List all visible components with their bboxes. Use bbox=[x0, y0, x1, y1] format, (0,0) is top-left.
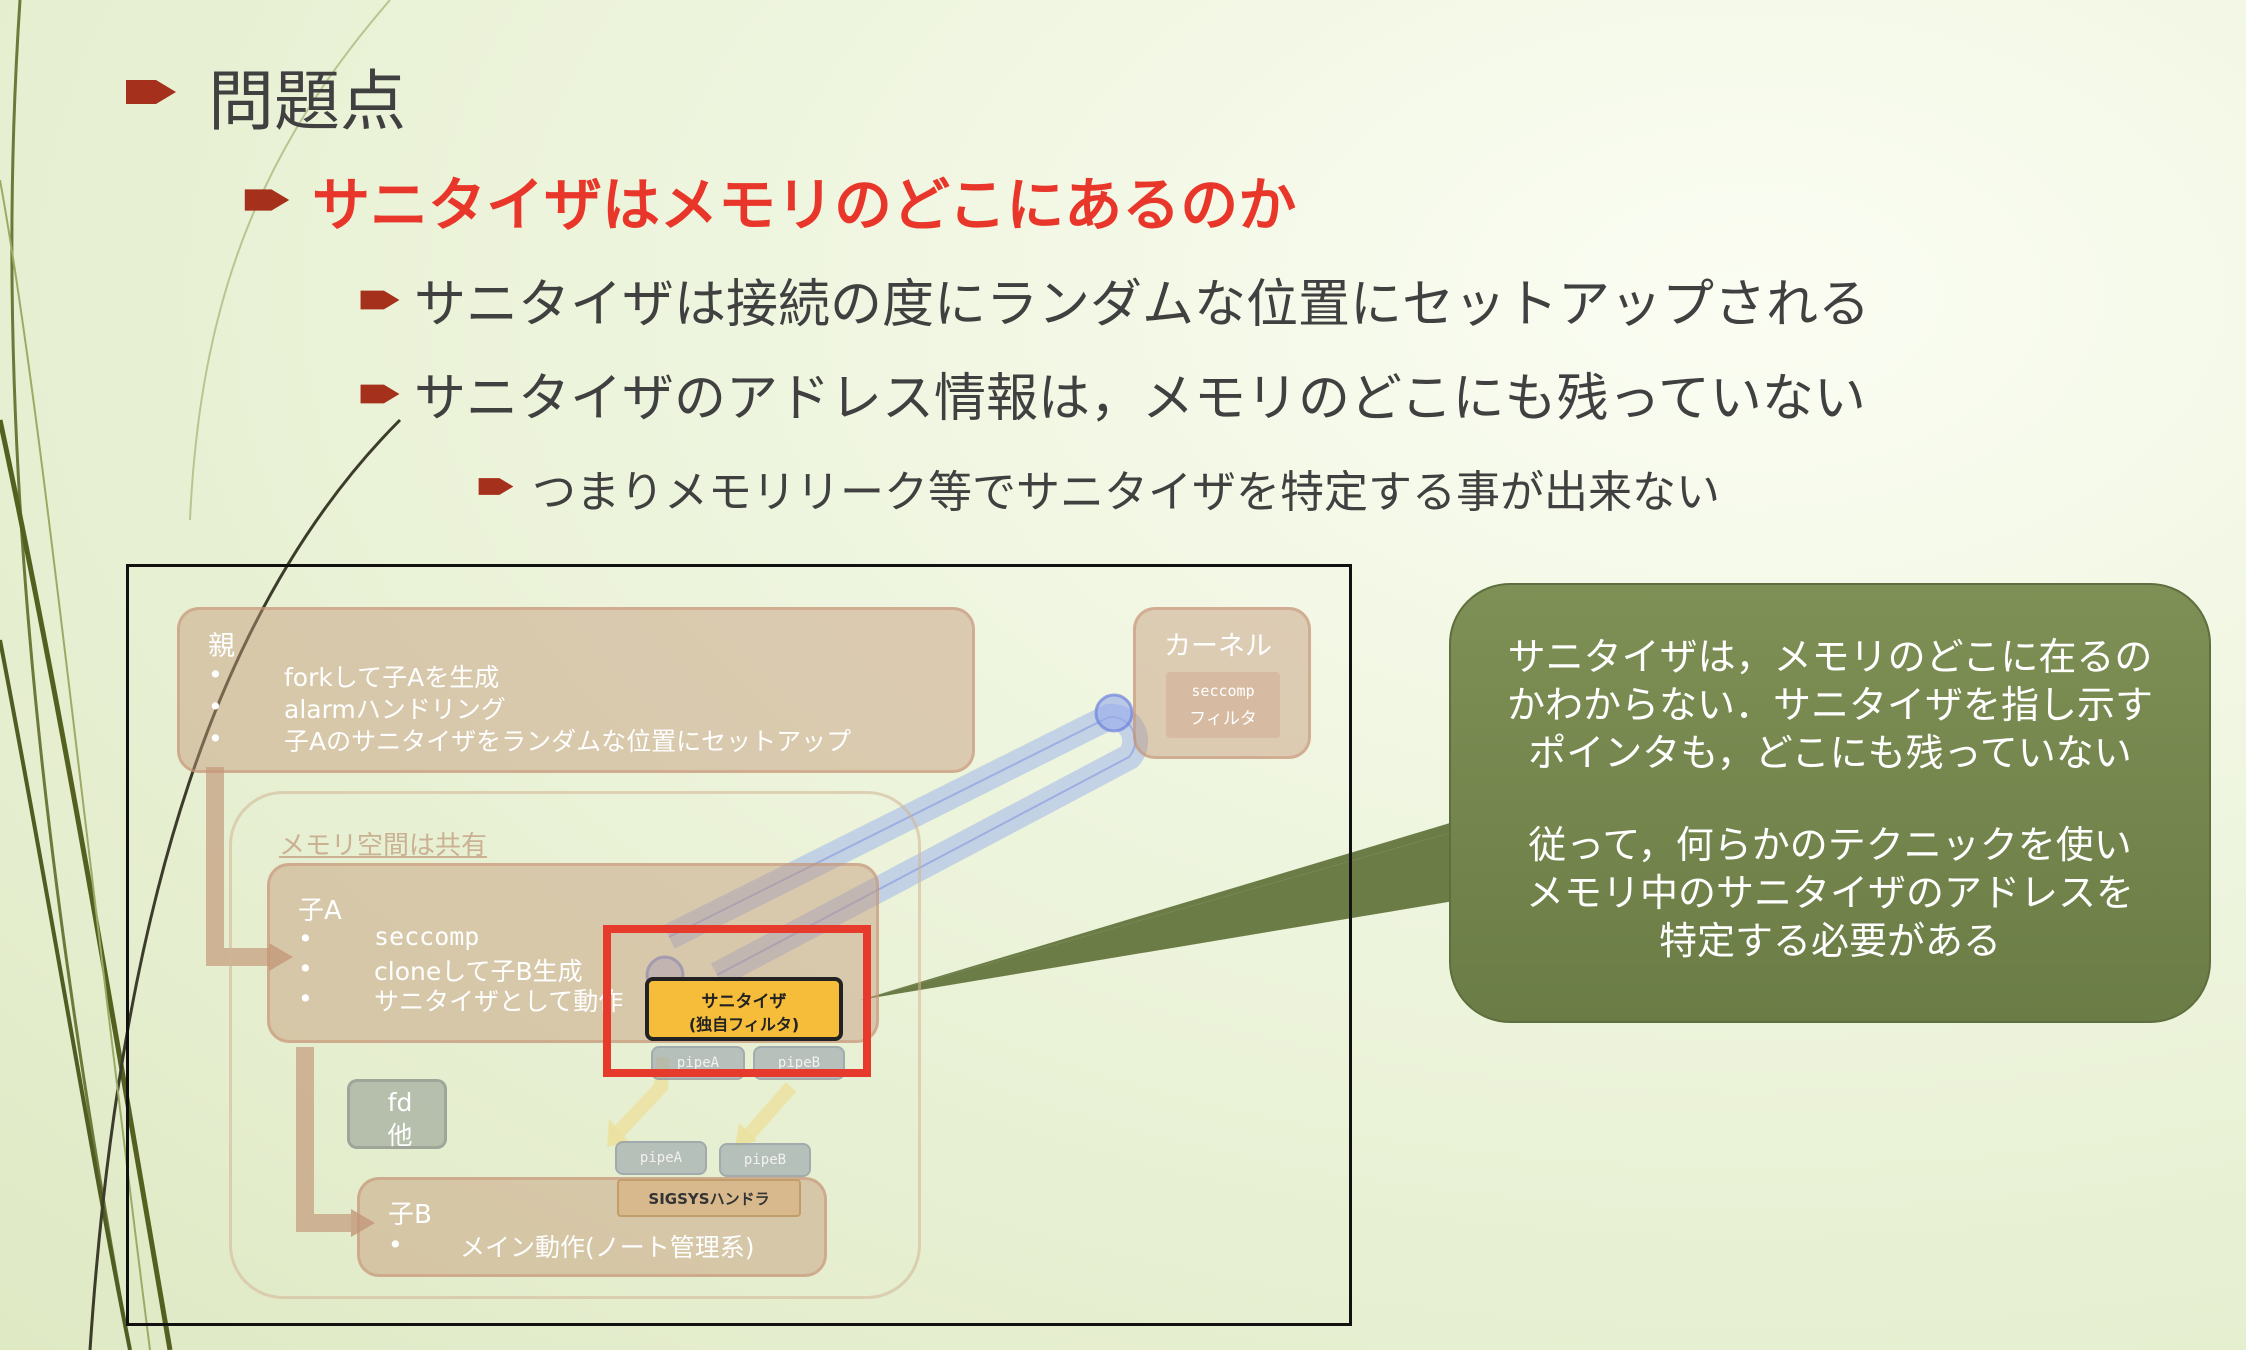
subpoint: つまりメモリリーク等でサニタイザを特定する事が出来ない bbox=[532, 467, 1720, 518]
fd-line1: fd bbox=[387, 1088, 413, 1117]
sanitizer-line2: (独自フィルタ) bbox=[688, 1015, 800, 1034]
point-1: サニタイザは接続の度にランダムな位置にセットアップされる bbox=[414, 275, 1871, 335]
child-b-bullet: • bbox=[388, 1230, 403, 1259]
heading: 問題点 bbox=[208, 63, 406, 140]
pipe-a-lower: pipeA bbox=[615, 1141, 707, 1175]
child-b-item: メイン動作(ノート管理系) bbox=[460, 1233, 755, 1262]
callout-line: メモリ中のサニタイザのアドレスを bbox=[1525, 871, 2134, 915]
sanitizer-highlight-frame bbox=[603, 925, 871, 1077]
callout-line: かわからない．サニタイザを指し示す bbox=[1506, 683, 2153, 727]
bullet-icon bbox=[126, 74, 176, 110]
point-2: サニタイザのアドレス情報は，メモリのどこにも残っていない bbox=[414, 369, 1866, 429]
seccomp-filter-line2: フィルタ bbox=[1189, 709, 1257, 729]
sigsys-handler-box: SIGSYSハンドラ bbox=[617, 1179, 801, 1217]
child-a-box: 子A • seccomp • cloneして子B生成 • サニタイザとして動作 bbox=[267, 863, 879, 1043]
kernel-box: カーネル seccomp フィルタ bbox=[1133, 607, 1311, 759]
child-a-item: cloneして子B生成 bbox=[374, 957, 583, 986]
sanitizer-line1: サニタイザ bbox=[701, 992, 787, 1012]
fd-line2: 他 bbox=[387, 1121, 413, 1150]
architecture-diagram: 親 • forkして子Aを生成 • alarmハンドリング • 子Aのサニタイザ… bbox=[126, 564, 1352, 1326]
callout-line: ポインタも，どこにも残っていない bbox=[1528, 731, 2132, 775]
bullet-icon bbox=[244, 184, 290, 216]
parent-bullet: • bbox=[208, 660, 223, 689]
bullet-icon bbox=[360, 380, 400, 408]
decorative-curves bbox=[0, 0, 402, 1350]
callout-line: サニタイザは，メモリのどこに在るの bbox=[1507, 635, 2153, 679]
fd-box: fd 他 bbox=[347, 1079, 447, 1150]
parent-bullet: • bbox=[208, 692, 223, 721]
shared-memory-label: メモリ空間は共有 bbox=[279, 831, 488, 861]
child-b-title: 子B bbox=[388, 1200, 432, 1230]
parent-item: alarmハンドリング bbox=[284, 695, 506, 724]
child-a-item: seccomp bbox=[374, 922, 480, 951]
child-a-bullet: • bbox=[298, 984, 313, 1013]
bullet-icon bbox=[478, 474, 514, 499]
kernel-title: カーネル bbox=[1164, 631, 1272, 662]
child-a-item: サニタイザとして動作 bbox=[374, 987, 624, 1016]
child-a-bullet: • bbox=[298, 924, 313, 953]
parent-process-box: 親 • forkして子Aを生成 • alarmハンドリング • 子Aのサニタイザ… bbox=[177, 607, 975, 773]
seccomp-filter-box: seccomp フィルタ bbox=[1166, 672, 1280, 738]
pipe-b-lower: pipeB bbox=[719, 1143, 811, 1177]
child-a-title: 子A bbox=[298, 896, 342, 926]
sanitizer-box: サニタイザ (独自フィルタ) bbox=[645, 977, 843, 1041]
callout-line: 従って，何らかのテクニックを使い bbox=[1528, 823, 2132, 867]
seccomp-filter-line1: seccomp bbox=[1191, 682, 1255, 700]
parent-title: 親 bbox=[208, 631, 235, 662]
shared-memory-region bbox=[229, 791, 921, 1299]
child-a-bullet: • bbox=[298, 954, 313, 983]
subheading: サニタイザはメモリのどこにあるのか bbox=[312, 171, 1297, 239]
callout-line: 特定する必要がある bbox=[1658, 919, 2001, 963]
callout-balloon bbox=[860, 583, 2211, 1023]
bullet-icon bbox=[360, 286, 400, 314]
parent-item: forkして子Aを生成 bbox=[284, 663, 500, 692]
parent-bullet: • bbox=[208, 724, 223, 753]
parent-item: 子Aのサニタイザをランダムな位置にセットアップ bbox=[284, 727, 852, 756]
